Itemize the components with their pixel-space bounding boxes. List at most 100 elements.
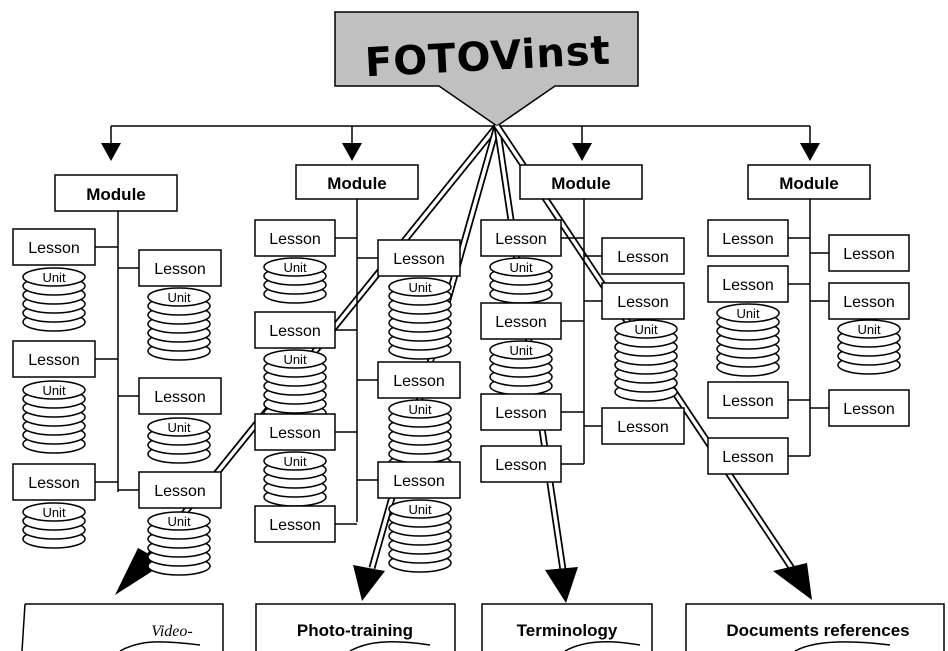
- unit-stack[interactable]: Unit: [147, 511, 211, 576]
- lesson-box-label: Lesson: [495, 457, 547, 474]
- resource-label: Video-: [151, 623, 192, 640]
- module-frame: [295, 164, 419, 200]
- unit-label: Unit: [408, 502, 432, 517]
- lesson-box-label: Lesson: [722, 231, 774, 248]
- lesson-box[interactable]: Lesson: [254, 311, 336, 349]
- unit-stack[interactable]: Unit: [489, 257, 553, 304]
- lesson-box[interactable]: Lesson: [377, 361, 461, 399]
- unit-stack[interactable]: Unit: [837, 319, 901, 375]
- unit-disk: [489, 340, 553, 360]
- unit-stack[interactable]: Unit: [263, 257, 327, 304]
- lesson-box[interactable]: Lesson: [480, 302, 562, 340]
- unit-stack[interactable]: Unit: [263, 349, 327, 423]
- unit-disk: [147, 287, 211, 307]
- lesson-box[interactable]: Lesson: [480, 445, 562, 483]
- lesson-box-frame: [601, 407, 685, 445]
- unit-stack[interactable]: Unit: [147, 287, 211, 361]
- lesson-box-frame: [138, 249, 222, 287]
- lesson-box-frame: [254, 505, 336, 543]
- lesson-box[interactable]: Lesson: [707, 381, 789, 419]
- unit-label: Unit: [408, 280, 432, 295]
- unit-label: Unit: [509, 260, 533, 275]
- unit-disk: [388, 277, 452, 297]
- resource-video[interactable]: Video-: [21, 603, 224, 651]
- lesson-box[interactable]: Lesson: [254, 413, 336, 451]
- lesson-box[interactable]: Lesson: [138, 249, 222, 287]
- lesson-box[interactable]: Lesson: [707, 219, 789, 257]
- unit-stack[interactable]: Unit: [388, 277, 452, 360]
- lesson-box[interactable]: Lesson: [254, 219, 336, 257]
- lesson-box-frame: [12, 340, 96, 378]
- module-frame: [54, 174, 178, 212]
- lesson-box[interactable]: Lesson: [377, 239, 461, 277]
- lesson-box-frame: [254, 219, 336, 257]
- unit-stack[interactable]: Unit: [716, 303, 780, 377]
- module-box[interactable]: Module: [295, 164, 419, 200]
- lesson-box[interactable]: Lesson: [377, 461, 461, 499]
- lesson-box[interactable]: Lesson: [828, 234, 910, 272]
- unit-disk: [388, 399, 452, 419]
- unit-stack[interactable]: Unit: [147, 417, 211, 464]
- lesson-box[interactable]: Lesson: [12, 228, 96, 266]
- unit-disk: [147, 417, 211, 437]
- unit-stack[interactable]: Unit: [388, 499, 452, 573]
- unit-disk: [614, 319, 678, 339]
- resource-photo-training[interactable]: Photo-training: [255, 603, 456, 651]
- lesson-box[interactable]: Lesson: [138, 471, 222, 509]
- lesson-box-frame: [480, 393, 562, 431]
- lesson-box-frame: [254, 413, 336, 451]
- lesson-box[interactable]: Lesson: [601, 282, 685, 320]
- unit-label: Unit: [857, 322, 881, 337]
- lesson-box[interactable]: Lesson: [601, 407, 685, 445]
- distribution-lines: [101, 125, 820, 161]
- lesson-box-frame: [12, 228, 96, 266]
- lesson-box-label: Lesson: [393, 251, 445, 268]
- lesson-box-label: Lesson: [154, 483, 206, 500]
- unit-disk: [22, 502, 86, 522]
- lesson-box[interactable]: Lesson: [828, 282, 910, 320]
- unit-stack[interactable]: Unit: [388, 399, 452, 473]
- unit-stack[interactable]: Unit: [22, 502, 86, 549]
- lesson-box-frame: [828, 282, 910, 320]
- lesson-box[interactable]: Lesson: [138, 377, 222, 415]
- lesson-box-label: Lesson: [617, 419, 669, 436]
- resource-documents-references[interactable]: Documents references: [685, 603, 945, 651]
- lesson-box[interactable]: Lesson: [828, 389, 910, 427]
- unit-label: Unit: [736, 306, 760, 321]
- lesson-box[interactable]: Lesson: [480, 393, 562, 431]
- unit-stack[interactable]: Unit: [263, 451, 327, 507]
- module-box[interactable]: Module: [519, 164, 643, 200]
- unit-disk: [22, 380, 86, 400]
- lesson-box-frame: [707, 265, 789, 303]
- lesson-box-label: Lesson: [843, 401, 895, 418]
- lesson-box-label: Lesson: [722, 393, 774, 410]
- resource-label: Terminology: [517, 621, 618, 640]
- unit-stack[interactable]: Unit: [489, 340, 553, 396]
- lesson-box-frame: [601, 237, 685, 275]
- lesson-box-label: Lesson: [269, 231, 321, 248]
- unit-stack[interactable]: Unit: [22, 380, 86, 454]
- unit-disk: [489, 257, 553, 277]
- lesson-box-label: Lesson: [28, 240, 80, 257]
- lesson-box[interactable]: Lesson: [254, 505, 336, 543]
- lesson-box[interactable]: Lesson: [707, 265, 789, 303]
- resource-terminology[interactable]: Terminology: [481, 603, 653, 651]
- lesson-box-label: Lesson: [393, 473, 445, 490]
- lesson-box[interactable]: Lesson: [480, 219, 562, 257]
- unit-stack[interactable]: Unit: [22, 267, 86, 332]
- module-box[interactable]: Module: [747, 164, 871, 200]
- unit-label: Unit: [167, 514, 191, 529]
- lesson-box[interactable]: Lesson: [601, 237, 685, 275]
- document-shape: [255, 603, 456, 651]
- lesson-box[interactable]: Lesson: [12, 340, 96, 378]
- module-frame: [747, 164, 871, 200]
- lesson-box[interactable]: Lesson: [12, 463, 96, 501]
- module-label: Module: [779, 174, 839, 193]
- unit-label: Unit: [509, 343, 533, 358]
- unit-stack[interactable]: Unit: [614, 319, 678, 402]
- lesson-box[interactable]: Lesson: [707, 437, 789, 475]
- lesson-box-frame: [828, 234, 910, 272]
- unit-label: Unit: [42, 270, 66, 285]
- module-box[interactable]: Module: [54, 174, 178, 212]
